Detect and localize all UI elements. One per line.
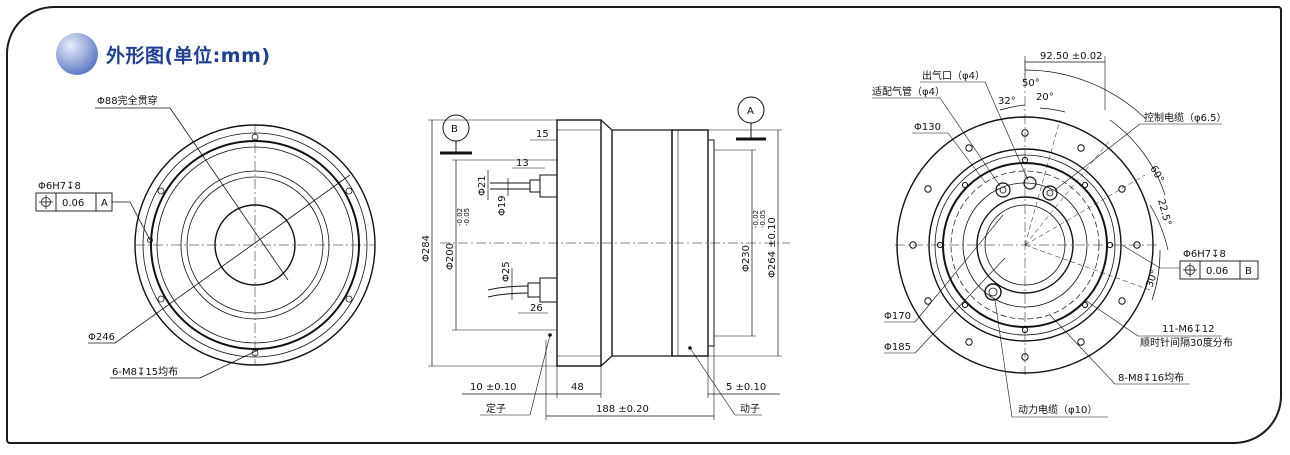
tol-230-up: -0.02: [752, 210, 760, 228]
dim-21: Φ21: [477, 175, 488, 196]
angle-50: 50°: [1022, 78, 1040, 89]
dim-15: 15: [536, 129, 549, 140]
air-inlet-label: 适配气管（φ4）: [872, 85, 945, 98]
dim-48: 48: [571, 382, 584, 393]
dim-10: 10 ±0.10: [470, 382, 517, 393]
drawing-frame: [6, 6, 1282, 444]
right-rear-view: [872, 56, 1259, 418]
power-cable-label: 动力电缆（φ10）: [1018, 403, 1097, 416]
diam-130: Φ130: [914, 122, 941, 133]
angle-32: 32°: [998, 96, 1016, 107]
angle-60: 60°: [1147, 164, 1165, 185]
m8-label: 8-M8↧16均布: [1118, 372, 1184, 384]
section-header: 外形图(单位:mm): [56, 33, 271, 75]
angle-30: 30°: [1144, 269, 1160, 289]
dim-92-50: 92.50 ±0.02: [1040, 51, 1102, 62]
left-front-view: [35, 107, 376, 379]
diam-170: Φ170: [884, 311, 911, 322]
left-mount-holes: 6-M8↧15均布: [112, 366, 178, 378]
dim-13: 13: [516, 158, 529, 169]
m6-note: 顺时针间隔30度分布: [1140, 336, 1233, 349]
bullet-ball-icon: [56, 33, 98, 75]
right-pos-tol-value: 0.06: [1206, 266, 1228, 277]
datum-b: B: [451, 124, 458, 135]
left-outer-diam: Φ246: [88, 332, 115, 343]
air-outlet-label: 出气口（φ4）: [922, 69, 985, 82]
datum-a: A: [747, 106, 754, 117]
middle-side-view: [428, 96, 790, 420]
dim-200: Φ200: [445, 243, 456, 270]
dim-188: 188 ±0.20: [596, 404, 649, 415]
right-pos-tol-diam: Φ6H7↧8: [1183, 249, 1226, 260]
dim-25: Φ25: [501, 261, 512, 282]
thru-hole-label: Φ88完全贯穿: [97, 94, 158, 107]
dim-264: Φ264 ±0.10: [767, 217, 778, 278]
angle-20: 20°: [1036, 92, 1054, 103]
section-title: 外形图(单位:mm): [106, 44, 271, 67]
left-pos-tol-diam: Φ6H7↧8: [38, 181, 81, 192]
dim-26: 26: [530, 303, 543, 314]
dim-230: Φ230: [741, 245, 752, 272]
left-pos-tol-value: 0.06: [62, 198, 84, 209]
tol-200-up: -0.02: [456, 208, 464, 226]
tol-200-dn: -0.05: [463, 208, 471, 226]
dim-5: 5 ±0.10: [726, 382, 766, 393]
left-pos-tol-datum: A: [101, 198, 108, 209]
rotor-label: 动子: [740, 403, 760, 415]
diam-185: Φ185: [884, 342, 911, 353]
tol-230-dn: -0.05: [759, 210, 767, 228]
angle-22-5: 22.5°: [1155, 198, 1173, 227]
dim-19: Φ19: [497, 195, 508, 216]
m6-label: 11-M6↧12: [1162, 324, 1214, 335]
dim-284: Φ284: [421, 235, 432, 262]
stator-label: 定子: [486, 402, 506, 415]
right-pos-tol-datum: B: [1245, 266, 1252, 277]
control-cable-label: 控制电缆（φ6.5）: [1144, 111, 1227, 124]
